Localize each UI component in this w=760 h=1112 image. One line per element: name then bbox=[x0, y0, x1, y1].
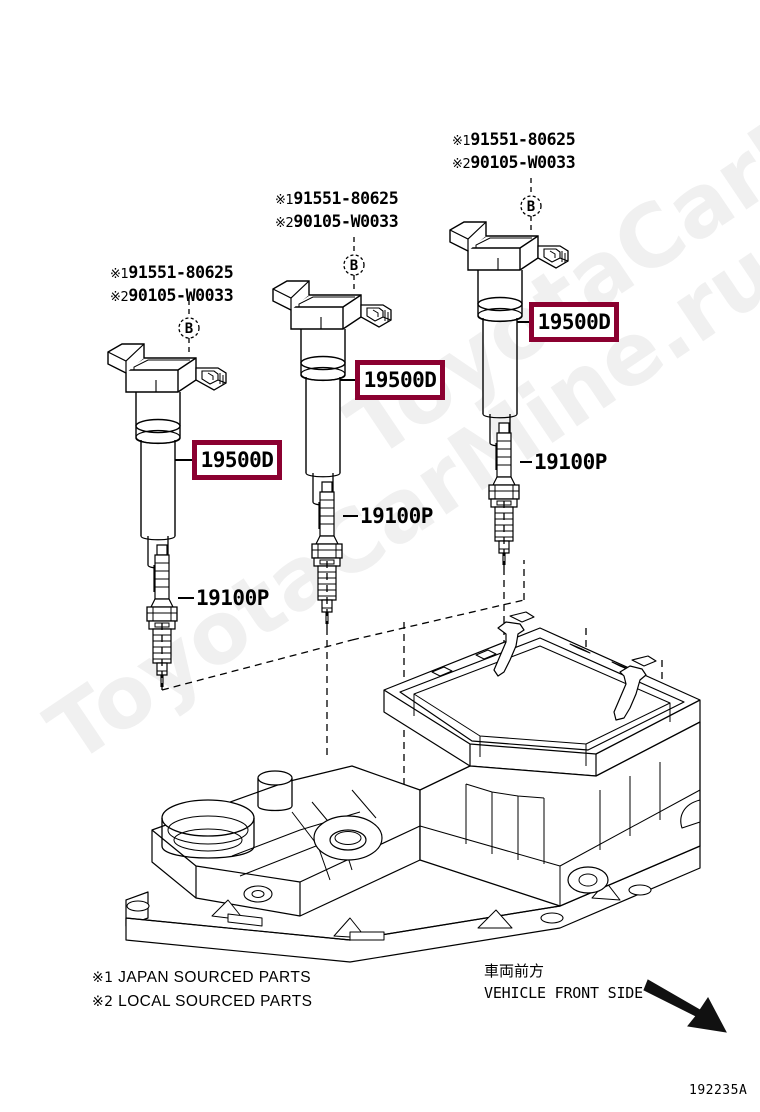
mark-2: ※2 bbox=[110, 290, 129, 305]
part-number-box-coil-2[interactable]: 19500D bbox=[355, 360, 445, 400]
bolt-part-local: 90105-W0033 bbox=[470, 153, 576, 172]
mark-1: ※1 bbox=[110, 267, 129, 282]
legend-text-2: LOCAL SOURCED PARTS bbox=[118, 993, 313, 1010]
bolt-part-japan: 91551-80625 bbox=[128, 263, 234, 282]
part-number-coil-2: 19500D bbox=[363, 368, 437, 392]
bolt-callout-cylinder-1: ※191551-80625 ※290105-W0033 bbox=[110, 262, 234, 308]
vehicle-front-label-en: VEHICLE FRONT SIDE bbox=[484, 984, 643, 1002]
part-number-plug-3: 19100P bbox=[534, 450, 607, 474]
sourcing-legend: ※1 JAPAN SOURCED PARTS ※2 LOCAL SOURCED … bbox=[92, 966, 312, 1014]
bolt-callout-cylinder-3: ※191551-80625 ※290105-W0033 bbox=[452, 129, 576, 175]
mark-1: ※1 bbox=[275, 193, 294, 208]
bolt-part-japan: 91551-80625 bbox=[293, 189, 399, 208]
bolt-part-local: 90105-W0033 bbox=[128, 286, 234, 305]
part-number-box-coil-1[interactable]: 19500D bbox=[192, 440, 282, 480]
part-number-plug-1: 19100P bbox=[196, 586, 269, 610]
bolt-part-japan: 91551-80625 bbox=[470, 130, 576, 149]
mark-2: ※2 bbox=[275, 216, 294, 231]
bolt-callout-cylinder-2: ※191551-80625 ※290105-W0033 bbox=[275, 188, 399, 234]
part-number-plug-2: 19100P bbox=[360, 504, 433, 528]
part-number-box-coil-3[interactable]: 19500D bbox=[529, 302, 619, 342]
legend-text-1: JAPAN SOURCED PARTS bbox=[118, 969, 311, 986]
bolt-part-local: 90105-W0033 bbox=[293, 212, 399, 231]
diagram-id: 192235A bbox=[689, 1083, 748, 1098]
front-direction-arrow bbox=[643, 979, 727, 1033]
legend-mark-2: ※2 bbox=[92, 994, 114, 1010]
part-number-coil-3: 19500D bbox=[537, 310, 611, 334]
vehicle-front-label-jp: 車両前方 bbox=[484, 962, 545, 980]
legend-mark-1: ※1 bbox=[92, 970, 114, 986]
mark-1: ※1 bbox=[452, 134, 471, 149]
mark-2: ※2 bbox=[452, 157, 471, 172]
part-number-coil-1: 19500D bbox=[200, 448, 274, 472]
